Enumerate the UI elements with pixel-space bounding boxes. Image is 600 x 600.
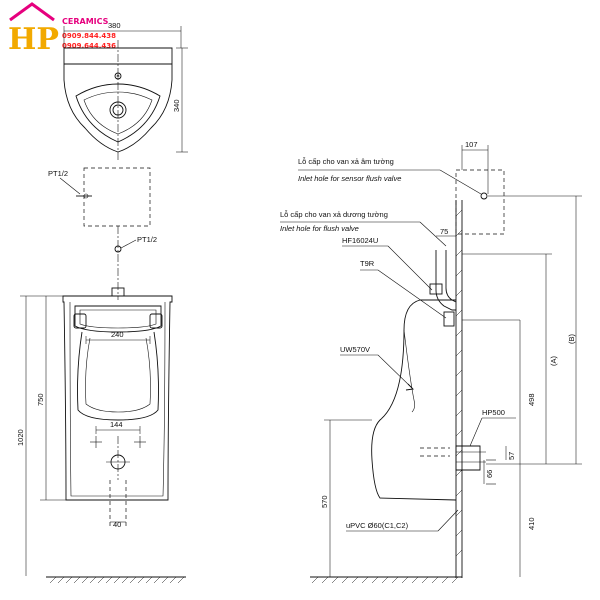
brand-logo: HP CERAMICS 0909.844.438 0909.644.436 (8, 2, 116, 57)
logo-brand: CERAMICS (62, 17, 109, 26)
label-trap: HP500 (482, 408, 505, 417)
top-view-outline (63, 47, 173, 153)
house-roof-icon (9, 2, 55, 22)
front-view-bowl (77, 331, 159, 421)
sensor-valve-box (455, 169, 505, 235)
side-view: 107 Lỗ cấp cho van xả âm tường Inlet hol… (280, 140, 582, 584)
label-flush-vi: Lỗ cấp cho van xả dương tường (280, 210, 388, 219)
dim-outlet-span: 144 (110, 420, 123, 429)
urinal-side-profile (371, 299, 457, 501)
front-floor-hatch (49, 576, 185, 584)
supply-label-bottom: PT1/2 (137, 235, 157, 244)
dim-410: 410 (527, 517, 536, 530)
logo-phone-2: 0909.644.436 (62, 42, 116, 50)
label-model: UW570V (340, 345, 370, 354)
dim-height-body: 750 (36, 393, 45, 406)
dim-top-depth: 340 (172, 99, 181, 112)
dim-66: 66 (485, 470, 494, 478)
dim-height-total: 1020 (16, 429, 25, 446)
dim-b: (B) (567, 334, 576, 345)
dim-wall-gap: 75 (440, 227, 448, 236)
label-sensor-en: Inlet hole for sensor flush valve (298, 174, 401, 183)
logo-mark: HP (8, 22, 59, 57)
top-view: 380 340 (63, 21, 188, 160)
dim-pipe: 40 (113, 520, 121, 529)
top-view-bowl (75, 83, 161, 143)
side-floor-hatch (311, 576, 459, 584)
front-view: PT1/2 PT1/2 240 144 (16, 167, 186, 584)
dim-57: 57 (507, 452, 516, 460)
concealed-valve-box (83, 167, 151, 227)
dim-a: (A) (549, 356, 558, 367)
supply-label-top: PT1/2 (48, 169, 68, 178)
label-flush-en: Inlet hole for flush valve (280, 224, 359, 233)
label-pipe: uPVC Ø60(C1,C2) (346, 521, 409, 530)
wall-hatch (455, 209, 463, 557)
label-valve: HF16024U (342, 236, 378, 245)
dim-bowl-width: 240 (111, 330, 124, 339)
front-view-body (62, 295, 173, 501)
label-t9r: T9R (360, 259, 375, 268)
dim-498: 498 (527, 393, 536, 406)
label-sensor-vi: Lỗ cấp cho van xả âm tường (298, 157, 394, 166)
trap-outlet (455, 445, 481, 471)
dim-bottom-clear: 570 (320, 495, 329, 508)
dim-top-width: 380 (108, 21, 121, 30)
logo-phone-1: 0909.844.438 (62, 32, 116, 40)
dim-offset-top: 107 (465, 140, 478, 149)
